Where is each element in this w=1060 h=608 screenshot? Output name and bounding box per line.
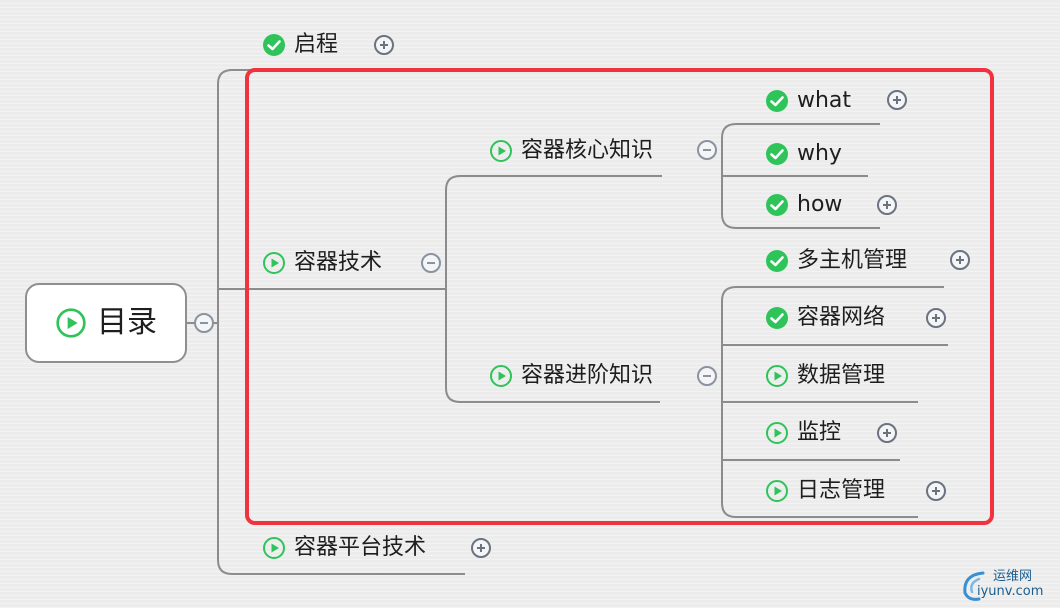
- node-duozhuji[interactable]: 多主机管理: [765, 248, 907, 274]
- root-label: 目录: [97, 305, 157, 340]
- node-jiankong[interactable]: 监控: [765, 420, 841, 446]
- node-label: how: [797, 192, 843, 217]
- node-label: 数据管理: [797, 363, 886, 388]
- collapse-jinjie-button[interactable]: [697, 366, 717, 386]
- node-pingtai[interactable]: 容器平台技术: [262, 535, 426, 561]
- node-rizhi[interactable]: 日志管理: [765, 478, 885, 504]
- node-why[interactable]: why: [765, 141, 842, 167]
- watermark-logo: 运维网 iyunv.com: [955, 565, 1055, 605]
- node-rongqi-jishu[interactable]: 容器技术: [262, 250, 382, 276]
- node-wangluo[interactable]: 容器网络: [765, 305, 885, 331]
- node-label: why: [797, 141, 842, 166]
- check-icon: [765, 306, 789, 330]
- root-node[interactable]: 目录: [25, 283, 187, 363]
- node-label: 容器技术: [294, 250, 383, 275]
- node-how[interactable]: how: [765, 192, 842, 218]
- expand-how-button[interactable]: [877, 195, 897, 215]
- node-qicheng[interactable]: 启程: [262, 32, 338, 58]
- swirl-icon: [963, 571, 985, 601]
- node-label: 容器网络: [797, 305, 886, 330]
- node-label: 监控: [797, 420, 842, 445]
- check-icon: [262, 33, 286, 57]
- play-icon: [55, 307, 87, 339]
- play-icon: [765, 364, 789, 388]
- node-label: 启程: [294, 32, 339, 57]
- watermark-name: 运维网: [993, 569, 1033, 584]
- expand-pingtai-button[interactable]: [471, 538, 491, 558]
- check-icon: [765, 89, 789, 113]
- node-label: 多主机管理: [797, 248, 908, 273]
- expand-rizhi-button[interactable]: [926, 481, 946, 501]
- check-icon: [765, 142, 789, 166]
- play-icon: [765, 479, 789, 503]
- play-icon: [262, 536, 286, 560]
- play-icon: [489, 139, 513, 163]
- node-label: what: [797, 88, 852, 113]
- collapse-rongqi-jishu-button[interactable]: [421, 253, 441, 273]
- watermark-domain: iyunv.com: [977, 584, 1044, 599]
- node-shuju[interactable]: 数据管理: [765, 363, 885, 389]
- expand-jiankong-button[interactable]: [877, 423, 897, 443]
- collapse-root-button[interactable]: [194, 313, 214, 333]
- node-label: 容器平台技术: [294, 535, 427, 560]
- expand-what-button[interactable]: [887, 90, 907, 110]
- node-jinjie[interactable]: 容器进阶知识: [489, 363, 653, 389]
- node-label: 日志管理: [797, 478, 886, 503]
- check-icon: [765, 249, 789, 273]
- expand-wangluo-button[interactable]: [926, 308, 946, 328]
- play-icon: [262, 251, 286, 275]
- play-icon: [489, 364, 513, 388]
- collapse-hexin-button[interactable]: [697, 140, 717, 160]
- node-label: 容器核心知识: [521, 138, 654, 163]
- check-icon: [765, 193, 789, 217]
- expand-qicheng-button[interactable]: [374, 35, 394, 55]
- node-label: 容器进阶知识: [521, 363, 654, 388]
- play-icon: [765, 421, 789, 445]
- expand-duozhuji-button[interactable]: [950, 250, 970, 270]
- node-hexin[interactable]: 容器核心知识: [489, 138, 653, 164]
- node-what[interactable]: what: [765, 88, 851, 114]
